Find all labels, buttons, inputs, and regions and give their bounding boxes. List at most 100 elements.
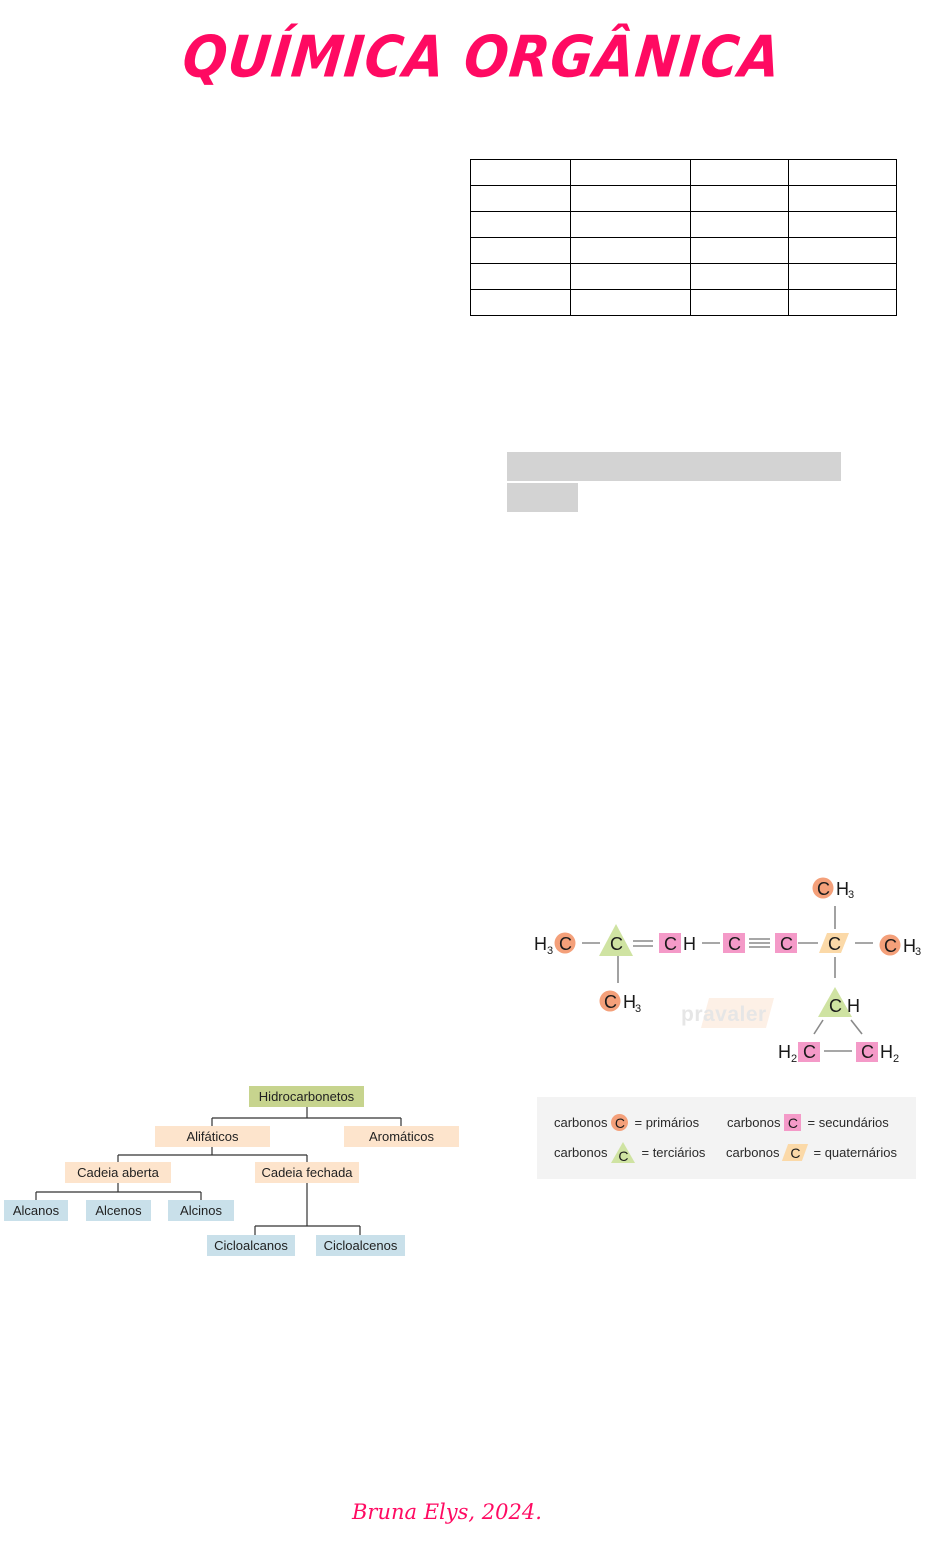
bond-ring [813, 1019, 824, 1035]
table-row [470, 263, 897, 290]
table-row [470, 159, 897, 186]
legend-label: = secundários [807, 1115, 889, 1130]
table-cell [470, 289, 571, 316]
atom-symbol: C [664, 934, 677, 954]
table-cell [690, 237, 789, 264]
atom-c6-top: C H 3 [812, 877, 854, 901]
legend-prefix: carbonos [727, 1115, 781, 1130]
table-row [470, 237, 897, 264]
atom-prefix: H [778, 1042, 791, 1062]
secondary-carbon-marker [775, 933, 797, 953]
atom-symbol: C [861, 1042, 874, 1062]
atom-suffix: H [623, 992, 636, 1012]
atom-suffix: H [836, 879, 849, 899]
atom-symbol: C [780, 934, 793, 954]
table-cell [570, 263, 691, 290]
hydrocarbon-tree: Hidrocarbonetos Alifáticos Aromáticos Ca… [0, 1085, 470, 1265]
carbon-legend: carbonos C = primários carbonos C = secu… [537, 1097, 916, 1179]
quaternary-carbon-marker [819, 933, 849, 953]
legend-item-tertiary: carbonos C = terciários [554, 1142, 706, 1164]
empty-table [470, 159, 897, 316]
tree-node-root: Hidrocarbonetos [249, 1086, 364, 1107]
atom-suffix-sub: 3 [915, 946, 921, 958]
atom-symbol: C [828, 934, 841, 954]
table-cell [470, 185, 571, 212]
atom-c6: C [819, 933, 849, 954]
legend-prefix: carbonos [726, 1145, 780, 1160]
tree-node-alcinos: Alcinos [168, 1200, 234, 1221]
tree-node-alifaticos: Alifáticos [155, 1126, 270, 1147]
table-cell [690, 289, 789, 316]
table-cell [470, 237, 571, 264]
legend-prefix: carbonos [554, 1115, 608, 1130]
author-signature: Bruna Elys, 2024. [352, 1500, 542, 1524]
primary-carbon-marker [812, 877, 834, 899]
tree-node-alcenos: Alcenos [86, 1200, 151, 1221]
table-cell [470, 159, 571, 186]
table-row [470, 185, 897, 212]
secondary-carbon-marker [798, 1042, 820, 1062]
legend-item-quaternary: carbonos C = quaternários [726, 1144, 897, 1161]
table-cell [690, 185, 789, 212]
table-cell [690, 263, 789, 290]
atom-prefix: H [534, 934, 547, 954]
atom-suffix-sub: 3 [848, 889, 854, 901]
atom-c5: C [775, 933, 797, 954]
atom-c4: C [723, 933, 745, 954]
table-cell [570, 211, 691, 238]
atom-prefix-sub: 3 [547, 945, 553, 957]
table-cell [690, 211, 789, 238]
atom-suffix: H [903, 936, 916, 956]
atom-symbol: C [559, 934, 572, 954]
atom-c3: C H [659, 933, 696, 954]
tree-node-cicloalcanos: Cicloalcanos [207, 1235, 295, 1256]
tertiary-carbon-marker [599, 924, 633, 956]
atom-ring-right: C H 2 [856, 1042, 899, 1065]
table-cell [788, 289, 897, 316]
table-row [470, 289, 897, 316]
legend-label: = terciários [641, 1145, 706, 1160]
table-cell [570, 185, 691, 212]
table-cell [788, 159, 897, 186]
atom-suffix: H [880, 1042, 893, 1062]
watermark-logo: pravaler [681, 1003, 767, 1026]
table-cell [788, 263, 897, 290]
atom-c2-branch: C H 3 [599, 990, 641, 1015]
atom-symbol: C [884, 936, 897, 956]
legend-label: = quaternários [813, 1145, 897, 1160]
atom-symbol: C [829, 996, 842, 1016]
table-cell [690, 159, 789, 186]
table-row [470, 211, 897, 238]
atom-c2: C [599, 924, 633, 956]
tree-node-cadeia-fechada: Cadeia fechada [255, 1162, 359, 1183]
square-marker-icon: C [784, 1114, 802, 1131]
table-cell [570, 159, 691, 186]
tree-node-cicloalcenos: Cicloalcenos [316, 1235, 405, 1256]
legend-item-secondary: carbonos C = secundários [727, 1114, 889, 1131]
legend-prefix: carbonos [554, 1145, 608, 1160]
atom-prefix-sub: 2 [791, 1053, 797, 1065]
atom-c6-right: C H 3 [879, 934, 921, 958]
atom-suffix-sub: 3 [635, 1003, 641, 1015]
atom-symbol: C [610, 934, 623, 954]
atom-suffix: H [847, 996, 860, 1016]
table-cell [470, 263, 571, 290]
circle-marker-icon: C [611, 1114, 629, 1131]
tree-node-aromaticos: Aromáticos [344, 1126, 459, 1147]
atom-symbol: C [817, 879, 830, 899]
secondary-carbon-marker [723, 933, 745, 953]
molecule-diagram: H 3 C C C H 3 C H C [525, 868, 935, 1073]
secondary-carbon-marker [856, 1042, 878, 1062]
atom-suffix-sub: 2 [893, 1053, 899, 1065]
highlight-block [507, 452, 841, 481]
atom-suffix: H [683, 934, 696, 954]
table-cell [788, 237, 897, 264]
triangle-marker-icon: C [611, 1142, 636, 1164]
atom-symbol: C [604, 992, 617, 1012]
primary-carbon-marker [879, 934, 901, 956]
table-cell [470, 211, 571, 238]
atom-ring-left: H 2 C [778, 1042, 820, 1065]
bond-ring [850, 1019, 863, 1035]
atom-ring-top: C H [818, 987, 860, 1017]
table-cell [788, 185, 897, 212]
